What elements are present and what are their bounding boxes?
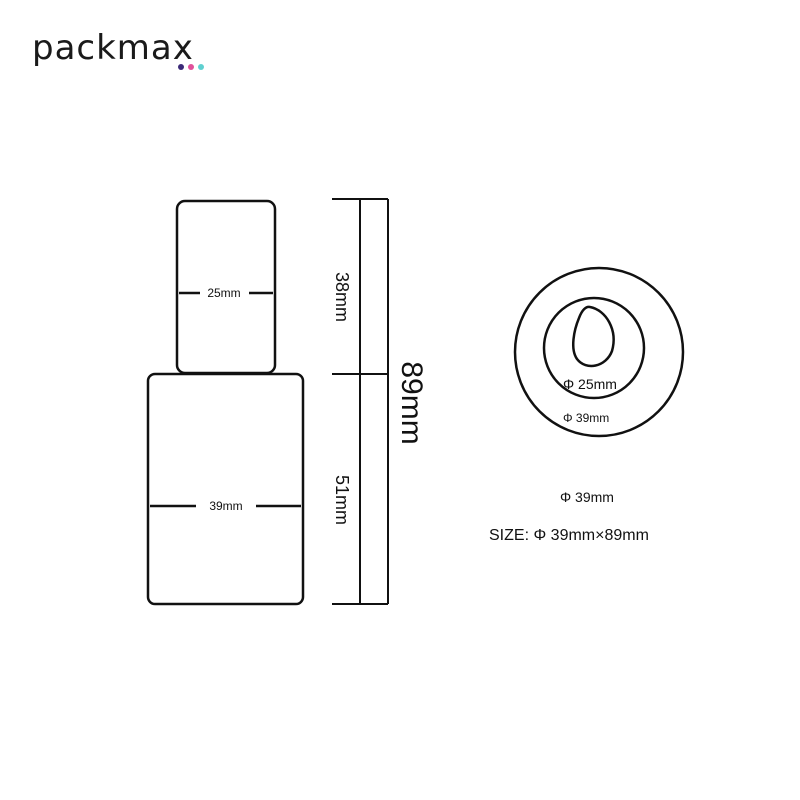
outer-diameter-label: Φ 39mm	[563, 411, 609, 425]
body-height-label: 51mm	[332, 475, 352, 525]
size-spec: SIZE: Φ 39mm×89mm	[489, 527, 649, 544]
top-view-caption: Φ 39mm	[560, 489, 614, 505]
brand-logo: packmax	[32, 28, 232, 78]
brand-dots	[178, 64, 204, 70]
outer-circle	[513, 266, 685, 438]
cap-height-label: 38mm	[332, 272, 352, 322]
brand-name: packmax	[32, 28, 194, 68]
cap-width-label: 25mm	[207, 286, 240, 300]
body-outline	[146, 372, 305, 606]
brand-dot-1	[178, 64, 184, 70]
total-height-label: 89mm	[395, 361, 428, 444]
body-width-label: 39mm	[209, 499, 242, 513]
brand-dot-2	[188, 64, 194, 70]
inner-diameter-label: Φ 25mm	[563, 376, 617, 392]
nozzle-opening-outline	[571, 305, 615, 368]
inner-circle	[542, 296, 646, 400]
brand-dot-3	[198, 64, 204, 70]
